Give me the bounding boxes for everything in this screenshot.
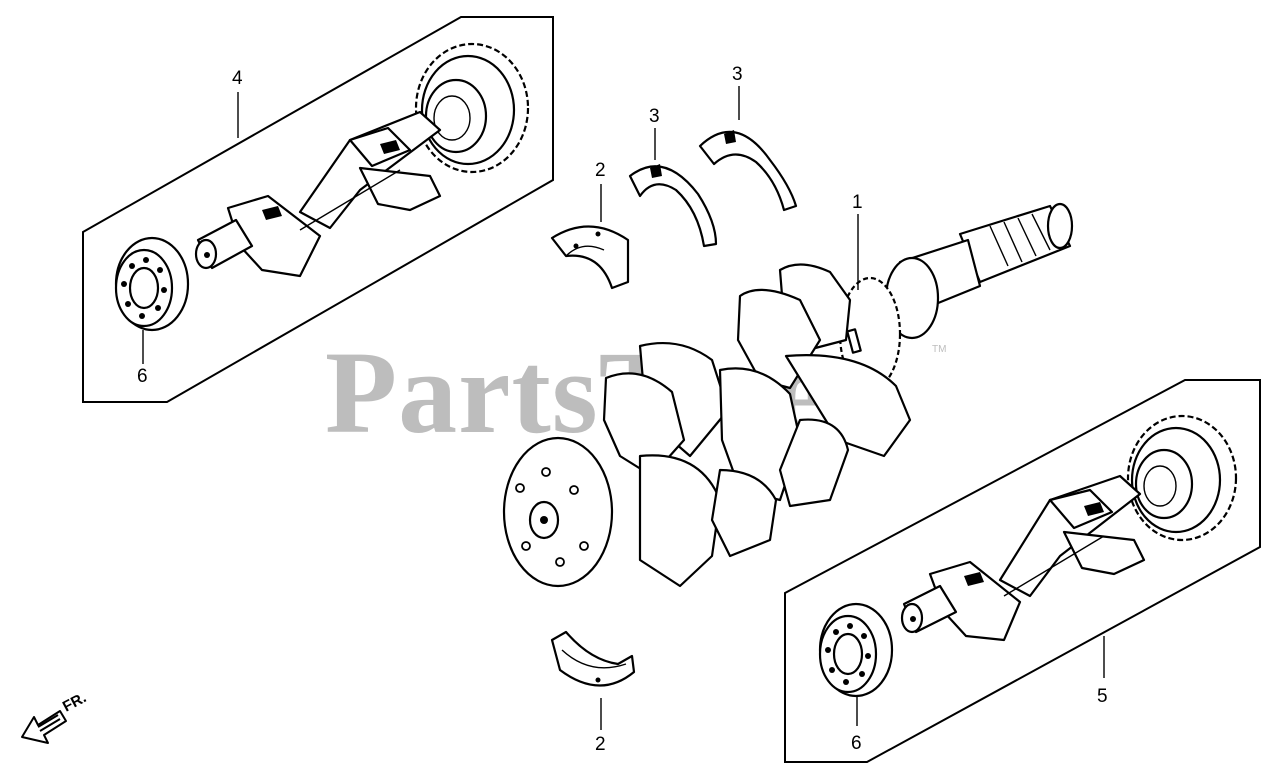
balancer-gear-upper bbox=[414, 42, 530, 174]
callout-2-upper[interactable]: 2 bbox=[595, 160, 606, 181]
balancer-shaft-upper-group[interactable]: 4 6 bbox=[82, 16, 554, 403]
callout-1[interactable]: 1 bbox=[852, 192, 863, 213]
front-arrow-icon bbox=[21, 710, 67, 744]
ball-bearing-upper bbox=[114, 236, 190, 332]
crankshaft[interactable]: 1 bbox=[502, 192, 1074, 588]
callout-3-right[interactable]: 3 bbox=[732, 64, 743, 85]
direction-label: FR. bbox=[60, 689, 89, 715]
callout-4[interactable]: 4 bbox=[232, 68, 243, 89]
ball-bearing-lower bbox=[818, 602, 894, 698]
callout-2-lower[interactable]: 2 bbox=[595, 734, 606, 755]
callout-6-lower[interactable]: 6 bbox=[851, 733, 862, 754]
assembly-frame-upper bbox=[82, 16, 554, 403]
bearing-upper[interactable]: 2 bbox=[550, 160, 630, 290]
balancer-gear-lower bbox=[1126, 414, 1238, 542]
front-direction-indicator: FR. bbox=[21, 689, 89, 744]
callout-5[interactable]: 5 bbox=[1097, 686, 1108, 707]
balancer-shaft-lower-group[interactable]: 5 6 bbox=[784, 379, 1261, 763]
balancer-shaft-lower-body bbox=[900, 474, 1146, 642]
crankshaft-webs bbox=[602, 263, 912, 588]
thrust-washer-left[interactable]: 3 bbox=[628, 106, 718, 248]
watermark-trademark: TM bbox=[932, 344, 946, 355]
callout-6-upper[interactable]: 6 bbox=[137, 366, 148, 387]
assembly-frame-lower bbox=[784, 379, 1261, 763]
thrust-washer-right[interactable]: 3 bbox=[698, 64, 798, 212]
callout-3-left[interactable]: 3 bbox=[649, 106, 660, 127]
bearing-lower[interactable]: 2 bbox=[550, 630, 636, 755]
balancer-shaft-upper-body bbox=[194, 110, 442, 278]
crankshaft-output-shaft bbox=[884, 202, 1074, 340]
crankshaft-flange bbox=[502, 436, 614, 588]
